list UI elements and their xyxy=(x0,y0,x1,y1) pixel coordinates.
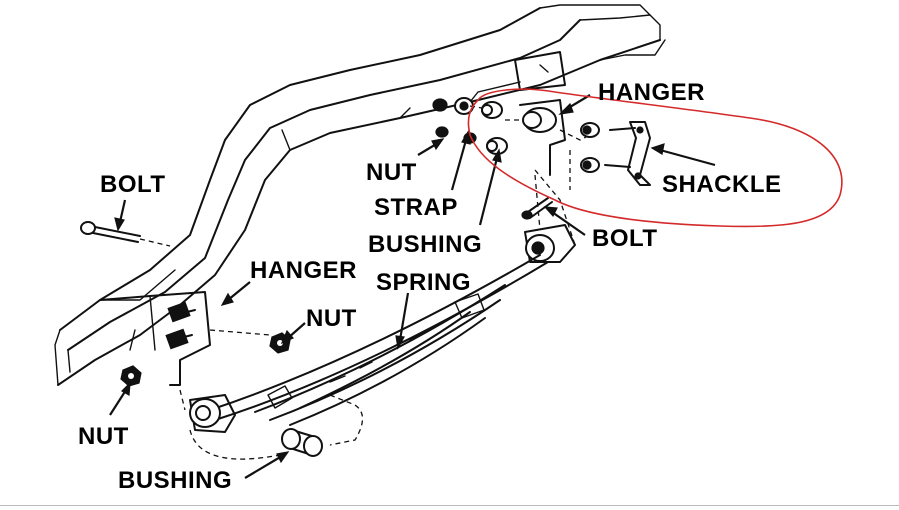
label-bushing-top: BUSHING xyxy=(368,231,482,258)
red-annotation-circle xyxy=(467,88,843,228)
front-hanger-bracket xyxy=(99,291,271,411)
bottom-bushing xyxy=(281,428,323,457)
label-spring: SPRING xyxy=(376,269,471,296)
leader-arrows xyxy=(109,94,716,479)
label-bushing-bottom: BUSHING xyxy=(118,467,232,494)
label-bolt-left: BOLT xyxy=(100,171,166,198)
label-strap: STRAP xyxy=(374,194,458,221)
bottom-divider xyxy=(0,505,899,506)
left-bolt xyxy=(80,221,171,247)
leaf-spring xyxy=(209,254,549,426)
label-shackle: SHACKLE xyxy=(662,171,782,198)
bottom-nut xyxy=(120,365,142,387)
rear-hanger-assembly xyxy=(514,51,601,231)
label-bolt-right: BOLT xyxy=(592,225,658,252)
label-nut-mid: NUT xyxy=(306,305,357,332)
hidden-outline xyxy=(329,169,576,446)
label-nut-bottom: NUT xyxy=(78,423,129,450)
label-hanger-left: HANGER xyxy=(250,257,357,284)
rear-small-parts xyxy=(432,97,651,186)
label-nut-top: NUT xyxy=(366,159,417,186)
right-bolt xyxy=(521,197,553,220)
label-hanger-top: HANGER xyxy=(598,79,705,106)
frame-rail xyxy=(54,4,666,386)
rear-spring-eye xyxy=(524,224,576,263)
front-spring-eye xyxy=(189,394,281,460)
